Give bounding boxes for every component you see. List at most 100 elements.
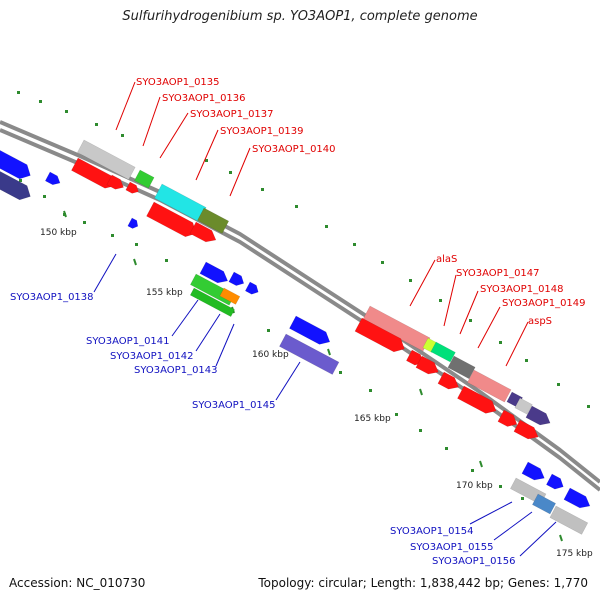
gene-arrow <box>532 493 556 515</box>
scale-tick-dot <box>353 243 356 246</box>
label-connector-bottom <box>215 323 235 367</box>
gene-label-top: SYO3AOP1_0137 <box>190 109 274 120</box>
gene-arrow <box>354 317 405 353</box>
gene-label-top: SYO3AOP1_0149 <box>502 298 586 309</box>
scale-major-tick <box>133 258 137 266</box>
scale-label: 160 kbp <box>252 350 289 360</box>
gene-arrow <box>563 487 591 509</box>
gene-arrow <box>154 183 207 222</box>
scale-tick-dot <box>469 319 472 322</box>
label-connector-top <box>477 306 501 349</box>
gene-label-bottom: SYO3AOP1_0154 <box>390 526 474 537</box>
label-connector-bottom <box>493 511 533 541</box>
label-connector-top <box>195 129 219 181</box>
backbone-strand-inner <box>0 128 600 492</box>
scale-major-tick <box>559 534 563 542</box>
gene-arrow <box>244 281 259 295</box>
gene-arrow <box>106 174 124 190</box>
gene-label-top: SYO3AOP1_0147 <box>456 268 540 279</box>
scale-tick-dot <box>19 179 22 182</box>
gene-arrow <box>125 181 139 194</box>
gene-label-bottom: SYO3AOP1_0138 <box>10 292 94 303</box>
label-connector-bottom <box>519 521 557 557</box>
gene-arrow <box>134 169 155 189</box>
scale-tick-dot <box>557 383 560 386</box>
scale-tick-dot <box>205 159 208 162</box>
scale-label: 150 kbp <box>40 228 77 238</box>
scale-tick-dot <box>587 405 590 408</box>
gene-arrow <box>362 305 431 352</box>
gene-arrow <box>430 341 456 363</box>
label-connector-top <box>409 259 436 307</box>
gene-arrow <box>467 369 512 403</box>
scale-major-tick <box>63 210 67 218</box>
gene-arrow <box>189 287 235 317</box>
label-connector-bottom <box>171 299 199 337</box>
scale-label: 165 kbp <box>354 414 391 424</box>
gene-arrow <box>197 207 230 234</box>
gene-label-top: alaS <box>436 254 457 265</box>
gene-arrow <box>521 461 545 481</box>
scale-tick-dot <box>261 188 264 191</box>
gene-label-bottom: SYO3AOP1_0156 <box>432 556 516 567</box>
label-connector-bottom <box>469 501 513 525</box>
gene-arrow <box>415 355 439 375</box>
scale-tick-dot <box>369 389 372 392</box>
scale-tick-dot <box>83 221 86 224</box>
scale-tick-dot <box>267 329 270 332</box>
scale-tick-dot <box>445 447 448 450</box>
scale-tick-dot <box>295 205 298 208</box>
gene-arrow <box>513 419 539 440</box>
scale-tick-dot <box>439 299 442 302</box>
gene-arrow <box>0 165 31 201</box>
gene-label-bottom: SYO3AOP1_0141 <box>86 336 170 347</box>
gene-arrow <box>199 261 229 284</box>
scale-tick-dot <box>499 341 502 344</box>
gene-arrow <box>219 287 241 305</box>
label-connector-top <box>505 321 529 367</box>
scale-tick-dot <box>95 123 98 126</box>
gene-label-bottom: SYO3AOP1_0155 <box>410 542 494 553</box>
scale-tick-dot <box>325 225 328 228</box>
gene-label-top: aspS <box>528 316 552 327</box>
label-connector-top <box>459 290 479 335</box>
scale-tick-dot <box>111 234 114 237</box>
map-title: Sulfurihydrogenibium sp. YO3AOP1, comple… <box>122 9 478 24</box>
scale-tick-dot <box>521 497 524 500</box>
gene-arrow <box>447 355 476 380</box>
gene-arrow <box>437 371 459 390</box>
gene-arrow <box>44 171 61 186</box>
scale-major-tick <box>479 460 483 468</box>
gene-label-top: SYO3AOP1_0139 <box>220 126 304 137</box>
gene-label-top: SYO3AOP1_0148 <box>480 284 564 295</box>
gene-arrow <box>549 505 589 535</box>
gene-arrow <box>71 157 116 189</box>
label-connector-top <box>159 112 189 159</box>
gene-arrow <box>514 397 533 415</box>
scale-tick-dot <box>39 100 42 103</box>
scale-tick-dot <box>165 259 168 262</box>
scale-tick-dot <box>229 171 232 174</box>
gene-label-top: SYO3AOP1_0135 <box>136 77 220 88</box>
scale-major-tick <box>327 348 331 356</box>
gene-arrow <box>77 139 136 180</box>
gene-arrow <box>127 217 139 229</box>
topology-text: Topology: circular; Length: 1,838,442 bp… <box>258 576 588 590</box>
gene-label-top: SYO3AOP1_0136 <box>162 93 246 104</box>
gene-label-bottom: SYO3AOP1_0143 <box>134 365 218 376</box>
label-connector-bottom <box>195 313 221 352</box>
scale-label: 170 kbp <box>456 481 493 491</box>
scale-tick-dot <box>395 413 398 416</box>
scale-tick-dot <box>409 279 412 282</box>
label-connector-bottom <box>93 253 117 293</box>
gene-arrow <box>546 473 564 490</box>
gene-arrow <box>228 271 245 286</box>
scale-major-tick <box>419 388 423 396</box>
scale-tick-dot <box>121 134 124 137</box>
scale-tick-dot <box>381 261 384 264</box>
label-connector-top <box>443 274 457 327</box>
gene-label-top: SYO3AOP1_0140 <box>252 144 336 155</box>
gene-arrow <box>279 333 340 375</box>
label-connector-top <box>229 147 251 197</box>
